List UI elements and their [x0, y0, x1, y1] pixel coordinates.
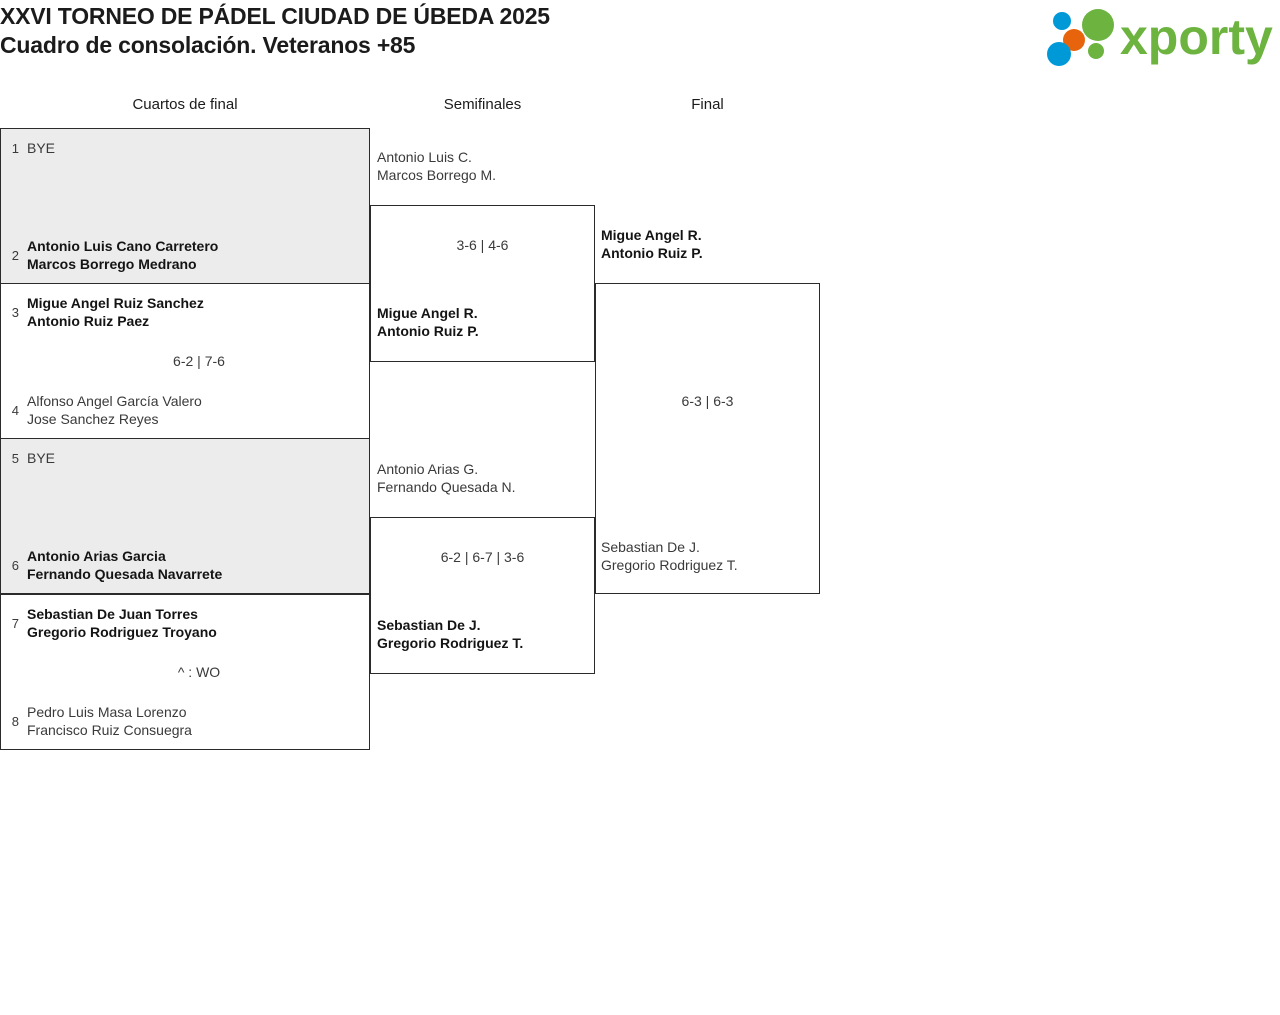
seed-number: 5 — [11, 450, 19, 466]
seed-number: 3 — [11, 304, 19, 320]
match-qf-2[interactable]: 3 Migue Angel Ruiz Sanchez Antonio Ruiz … — [0, 283, 370, 439]
match-sf-1-team-bottom[interactable]: Migue Angel R. Antonio Ruiz P. — [377, 305, 479, 339]
logo-dot-orange — [1063, 29, 1085, 51]
seed-number: 1 — [11, 140, 19, 156]
match-sf-2-score: 6-2 | 6-7 | 3-6 — [440, 549, 525, 565]
match-qf-2-team-bottom[interactable]: 4 Alfonso Angel García Valero Jose Sanch… — [1, 392, 371, 428]
logo-dot-blue-small — [1053, 12, 1071, 30]
match-qf-2-team-top[interactable]: 3 Migue Angel Ruiz Sanchez Antonio Ruiz … — [1, 294, 371, 330]
match-qf-3[interactable]: 5 BYE 6 Antonio Arias Garcia Fernando Qu… — [0, 438, 370, 594]
team-names: Sebastian De Juan Torres Gregorio Rodrig… — [27, 606, 217, 640]
match-qf-2-score: 6-2 | 7-6 — [173, 353, 225, 369]
match-qf-3-team-bottom[interactable]: 6 Antonio Arias Garcia Fernando Quesada … — [1, 547, 371, 583]
match-final-team-bottom[interactable]: Sebastian De J. Gregorio Rodriguez T. — [601, 539, 738, 573]
match-final[interactable] — [595, 283, 820, 594]
round-header-final: Final — [691, 96, 724, 113]
logo-dot-green-large — [1082, 9, 1114, 41]
match-qf-4-team-top[interactable]: 7 Sebastian De Juan Torres Gregorio Rodr… — [1, 605, 371, 641]
match-qf-1-team-top[interactable]: 1 BYE — [1, 139, 371, 157]
match-qf-4[interactable]: 7 Sebastian De Juan Torres Gregorio Rodr… — [0, 594, 370, 750]
match-qf-1-team-bottom[interactable]: 2 Antonio Luis Cano Carretero Marcos Bor… — [1, 237, 371, 273]
match-sf-2[interactable] — [370, 517, 595, 674]
match-qf-1[interactable]: 1 BYE 2 Antonio Luis Cano Carretero Marc… — [0, 128, 370, 284]
round-header-semifinals: Semifinales — [443, 96, 522, 113]
team-names: Migue Angel Ruiz Sanchez Antonio Ruiz Pa… — [27, 295, 204, 329]
team-names: Alfonso Angel García Valero Jose Sanchez… — [27, 393, 202, 427]
match-sf-2-team-bottom[interactable]: Sebastian De J. Gregorio Rodriguez T. — [377, 617, 524, 651]
logo-dot-blue-large — [1047, 42, 1071, 66]
team-names: BYE — [27, 140, 56, 156]
seed-number: 4 — [11, 402, 19, 418]
match-sf-1-score: 3-6 | 4-6 — [456, 237, 509, 253]
xporty-logo: xporty — [1042, 4, 1274, 66]
seed-number: 6 — [11, 557, 19, 573]
match-qf-4-team-bottom[interactable]: 8 Pedro Luis Masa Lorenzo Francisco Ruiz… — [1, 703, 371, 739]
match-sf-1[interactable] — [370, 205, 595, 362]
match-final-team-top[interactable]: Migue Angel R. Antonio Ruiz P. — [601, 227, 703, 261]
team-names: Antonio Arias Garcia Fernando Quesada Na… — [27, 548, 223, 582]
match-qf-4-score: ^ : WO — [177, 664, 221, 680]
logo-dot-green-small — [1088, 43, 1104, 59]
seed-number: 7 — [11, 615, 19, 631]
match-qf-3-team-top[interactable]: 5 BYE — [1, 449, 371, 467]
seed-number: 2 — [11, 247, 19, 263]
seed-number: 8 — [11, 713, 19, 729]
team-names: Pedro Luis Masa Lorenzo Francisco Ruiz C… — [27, 704, 192, 738]
round-header-quarterfinals: Cuartos de final — [132, 96, 238, 113]
team-names: Antonio Luis Cano Carretero Marcos Borre… — [27, 238, 219, 272]
team-names: BYE — [27, 450, 56, 466]
logo-wordmark: xporty — [1120, 9, 1273, 65]
match-sf-2-team-top[interactable]: Antonio Arias G. Fernando Quesada N. — [377, 461, 516, 495]
match-sf-1-team-top[interactable]: Antonio Luis C. Marcos Borrego M. — [377, 149, 497, 183]
match-final-score: 6-3 | 6-3 — [681, 393, 734, 409]
page-title: XXVI TORNEO DE PÁDEL CIUDAD DE ÚBEDA 202… — [0, 3, 550, 58]
